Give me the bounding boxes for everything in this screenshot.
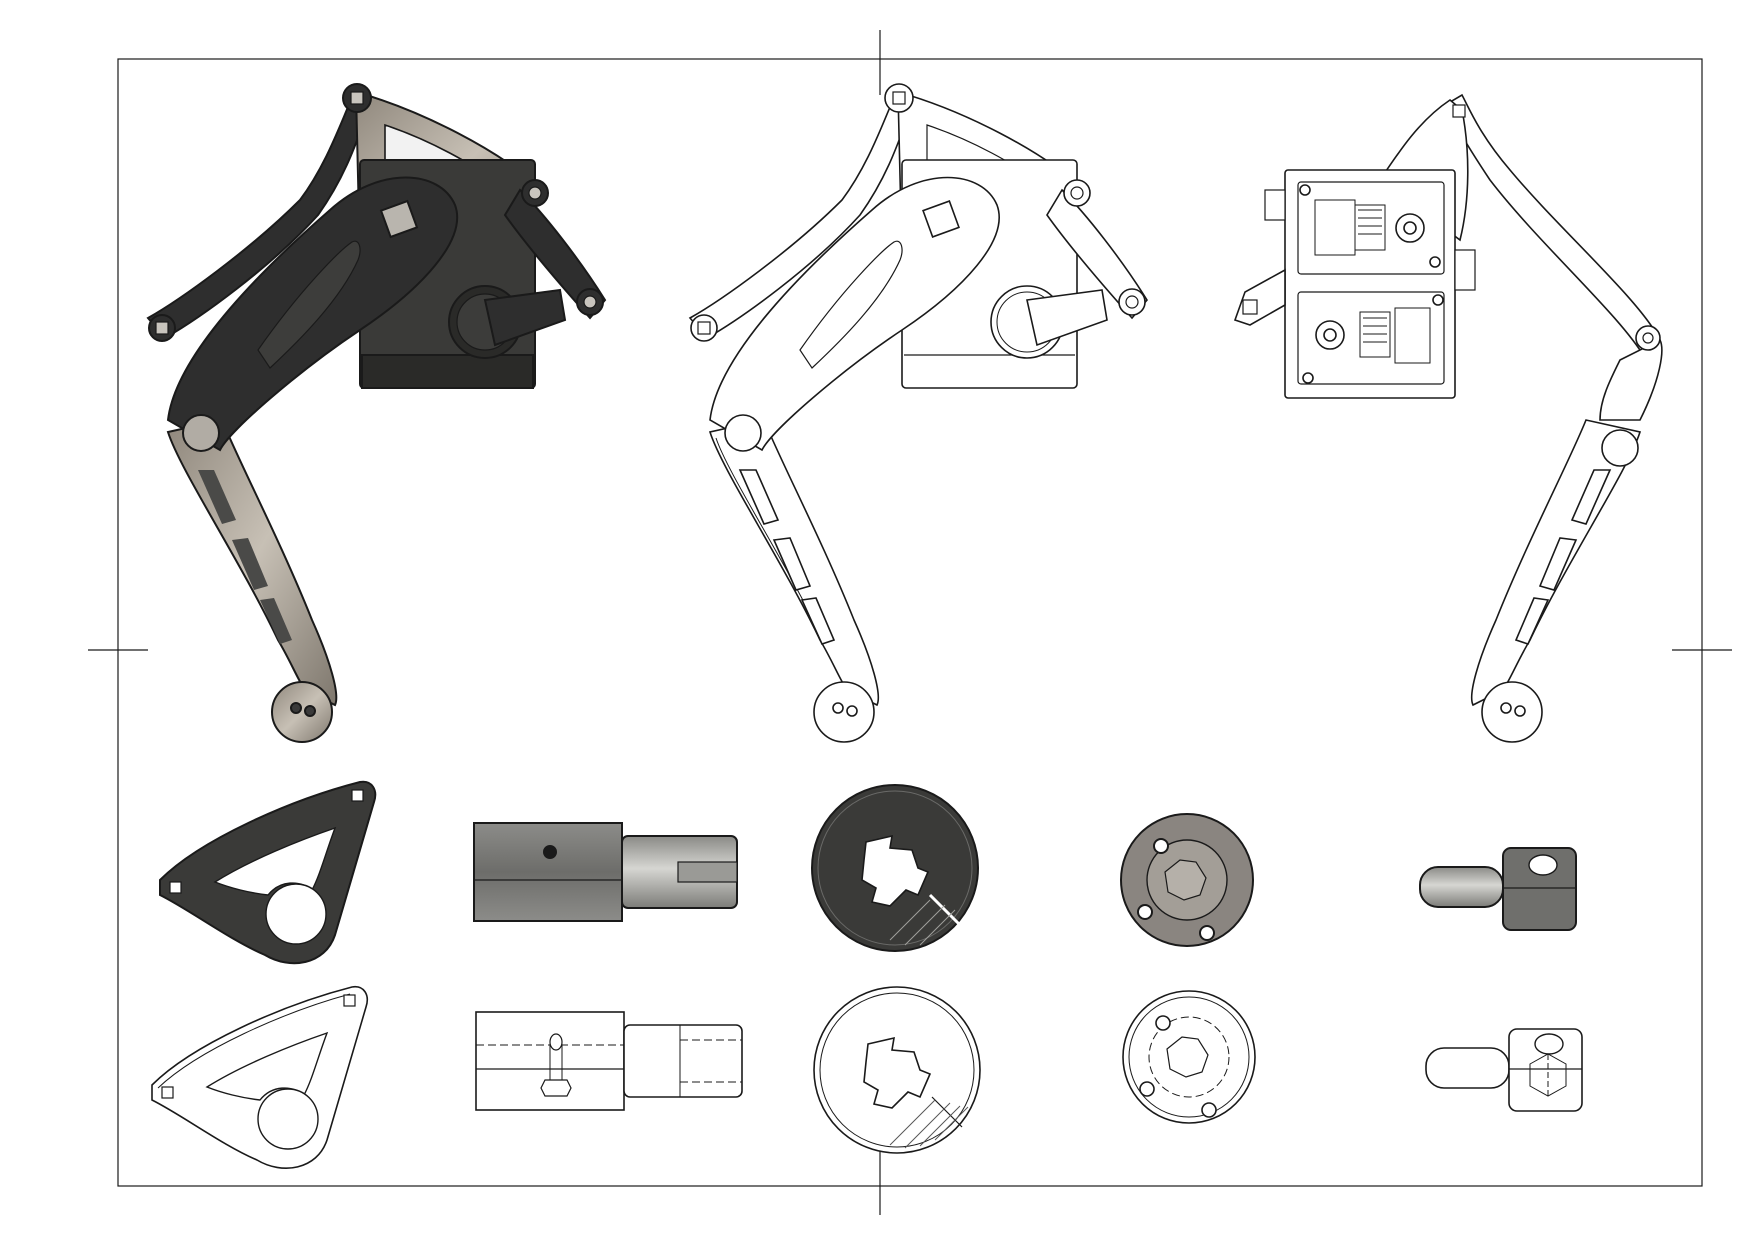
top-link (503, 188, 607, 320)
leg-assembly-back-line (1233, 93, 1663, 743)
hub-disc-shaded (1120, 813, 1254, 947)
leg-assembly-shaded (146, 83, 607, 743)
foot-pad (271, 681, 333, 743)
leg-assembly-line (688, 83, 1148, 743)
foot-pad-outline (813, 681, 875, 743)
knee-joint (182, 414, 220, 452)
pin-block-shaded (1419, 847, 1577, 931)
shaft-housing-shaded (473, 822, 738, 922)
spline-disc-line (813, 986, 981, 1154)
hub-disc-line (1122, 990, 1256, 1124)
sheet-frame (88, 30, 1732, 1215)
shaft-housing-line (475, 1011, 743, 1111)
pin-block-line (1425, 1028, 1583, 1112)
square-socket (379, 199, 419, 239)
bracket-line (151, 985, 368, 1169)
spline-disc-shaded (811, 784, 979, 952)
bracket-shaded (159, 780, 377, 965)
back-upper-arm-outline (1443, 93, 1661, 360)
